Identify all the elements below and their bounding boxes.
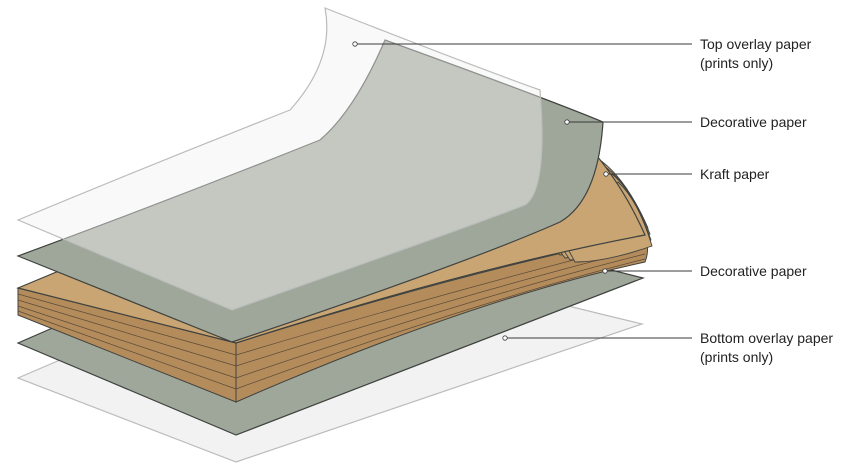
label-bottom-overlay: Bottom overlay paper (prints only) (700, 329, 833, 367)
label-decorative-bottom: Decorative paper (700, 262, 807, 281)
label-top-overlay: Top overlay paper (prints only) (700, 35, 811, 73)
label-decorative-top: Decorative paper (700, 113, 807, 132)
leader-dot-kraft (603, 171, 609, 177)
callout-leaders (352, 41, 692, 341)
label-kraft-text: Kraft paper (700, 166, 770, 182)
label-top-overlay-line2: (prints only) (700, 55, 774, 71)
top-decorative-sheet (16, 39, 604, 343)
leader-dot-decorative-bottom (602, 268, 608, 274)
label-bottom-overlay-line2: (prints only) (700, 349, 774, 365)
label-bottom-overlay-line1: Bottom overlay paper (700, 330, 834, 346)
leader-dot-top-overlay (352, 41, 358, 47)
label-top-overlay-line1: Top overlay paper (700, 36, 812, 52)
leader-dot-bottom-overlay (502, 335, 508, 341)
label-decorative-top-text: Decorative paper (700, 114, 807, 130)
top-overlay-sheet (16, 7, 543, 311)
leader-dot-decorative-top (564, 119, 570, 125)
kraft-stack-front (235, 234, 648, 403)
label-kraft: Kraft paper (700, 165, 769, 184)
label-decorative-bottom-text: Decorative paper (700, 263, 807, 279)
